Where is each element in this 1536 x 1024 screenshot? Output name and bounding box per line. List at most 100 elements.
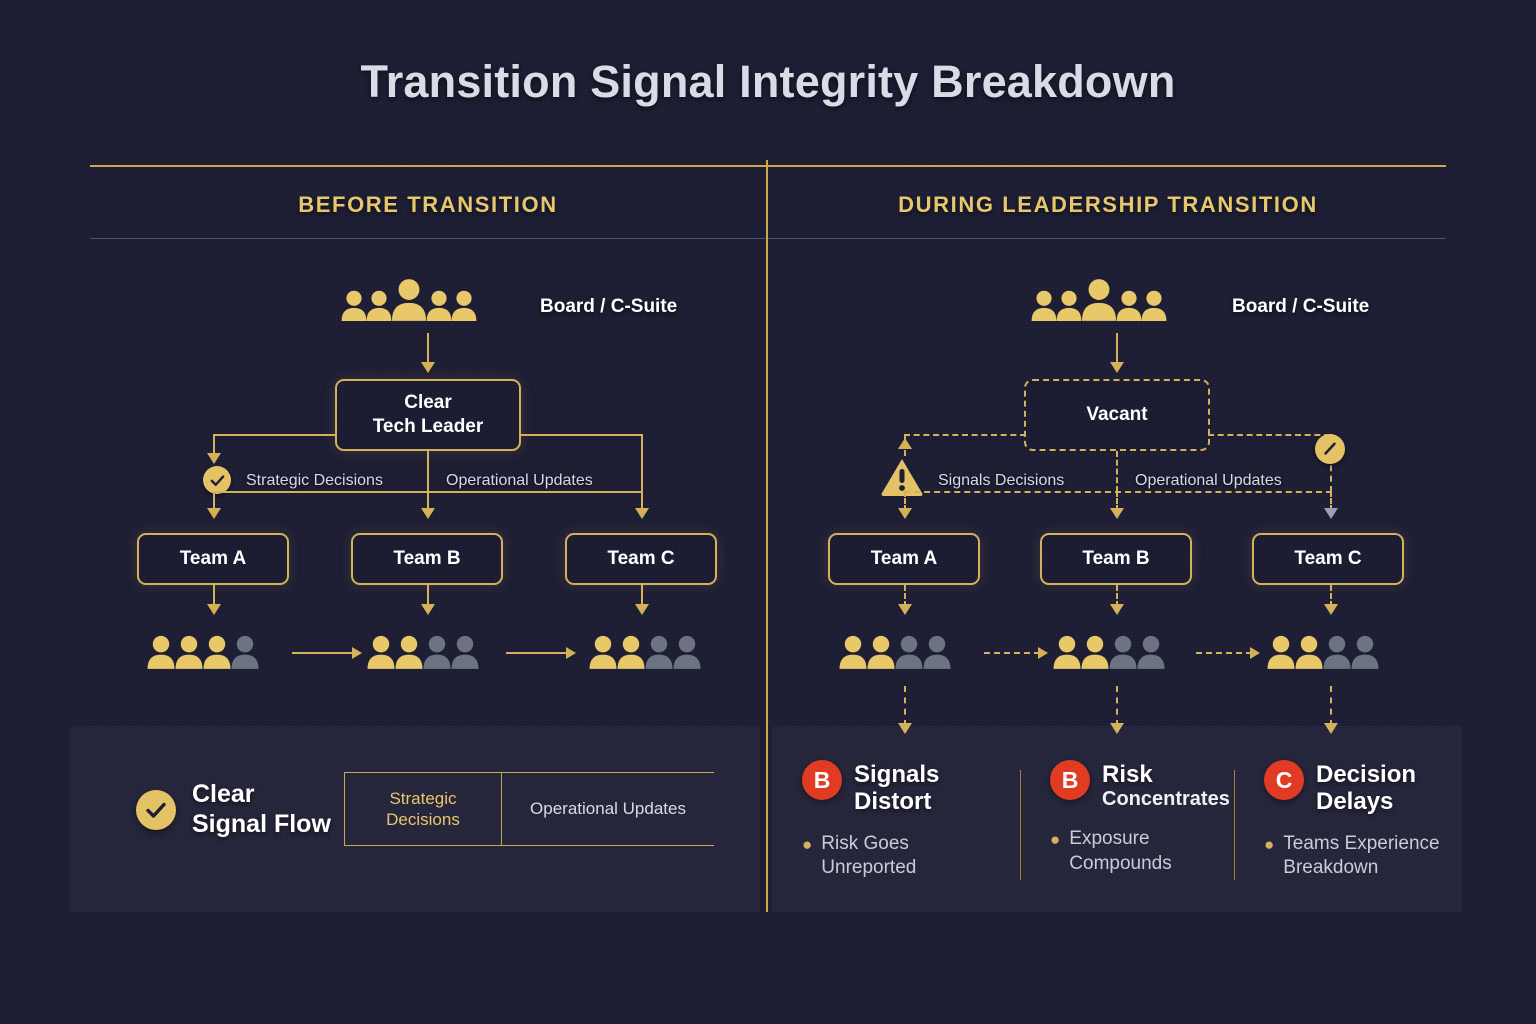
legend-table-cell-operational: Operational Updates [530,799,686,819]
person-icon [1080,278,1118,326]
connector-bus-teamA-left [213,491,215,511]
frame-sub-rule [90,238,1446,239]
connector-teamA-people-left [213,585,215,607]
connector-teamB-people-right [1116,585,1118,607]
legend-clear-flow: Clear Signal Flow [136,780,331,839]
vacant-label: Vacant [1086,403,1148,425]
connector-flow-ab-right [984,652,1040,654]
arrowhead-teamB-people-left [421,604,435,615]
person-icon [450,290,478,326]
edge-label-left-operational: Operational Updates [446,472,593,489]
connector-flow-ab-left [292,652,354,654]
card-divider-2 [1234,770,1235,880]
connector-people-card-c [1330,686,1332,726]
person-icon [1030,290,1058,326]
person-icon-inactive [230,635,260,674]
connector-leader-center-left [427,451,429,492]
risk-badge-1: B [802,760,842,800]
person-icon-active [146,635,176,674]
connector-leader-bus-right-r [1208,434,1330,436]
edge-label-right-signals: Signals Decisions [938,472,1065,489]
risk-card-3-title: Decision Delays [1316,760,1416,816]
risk-badge-2: B [1050,760,1090,800]
team-box-left-c: Team C [565,533,717,585]
section-heading-during: DURING LEADERSHIP TRANSITION [898,192,1318,217]
connector-flow-bc-right [1196,652,1252,654]
connector-leader-down-left-l [213,434,215,456]
connector-teamC-people-left [641,585,643,607]
risk-card-3-title-line1: Decision [1316,761,1417,788]
connector-teamB-people-left [427,585,429,607]
person-icon-active [1266,635,1296,674]
team-box-right-a: Team A [828,533,980,585]
arrowhead-leader-up-right [898,438,912,449]
connector-bus-teamB-right [1116,491,1118,511]
arrowhead-teamA-left [207,508,221,519]
leader-box-right: Vacant [1024,379,1210,451]
arrowhead-card-b [1110,723,1124,734]
risk-card-2-title-line2: Concentrates [1102,788,1230,811]
arrowhead-card-a [898,723,912,734]
arrowhead-flow-bc-left [566,647,576,659]
frame-top-rule [90,165,1446,167]
leader-box-left: Clear Tech Leader [335,379,521,451]
connector-board-leader-right [1116,333,1118,365]
edge-label-right-operational: Operational Updates [1135,472,1282,489]
page-title: Transition Signal Integrity Breakdown [360,56,1176,107]
legend-label: Clear Signal Flow [192,780,331,839]
arrowhead-flow-bc-right [1250,647,1260,659]
arrowhead-teamB-left [421,508,435,519]
arrowhead-teamB-people-right [1110,604,1124,615]
person-icon-active [838,635,868,674]
connector-board-leader-left [427,333,429,365]
board-label-left: Board / C-Suite [540,296,678,317]
arrowhead-teamC-people-left [635,604,649,615]
risk-card-3-head: C Decision Delays [1264,760,1484,816]
arrowhead-teamC-left [635,508,649,519]
arrowhead-leader-left-l [207,453,221,464]
person-icon [365,290,393,326]
legend-flow-table: Strategic Decisions Operational Updates [344,772,714,846]
leader-box-line1: Clear [404,391,452,413]
arrowhead-teamA-people-left [207,604,221,615]
legend-table-cell-strategic: Strategic Decisions [344,773,502,845]
person-icon-active [1080,635,1110,674]
connector-bus-teamC-right [1330,491,1332,511]
person-icon-inactive [644,635,674,674]
edge-label-left-strategic: Strategic Decisions [246,472,383,489]
connector-flow-bc-left [506,652,568,654]
arrowhead-teamB-right [1110,508,1124,519]
bullet-dot-icon-2: ● [1050,830,1061,850]
person-icon-inactive [894,635,924,674]
arrowhead-flow-ab-right [1038,647,1048,659]
person-icon-active [366,635,396,674]
person-icon-inactive [1136,635,1166,674]
risk-badge-3: C [1264,760,1304,800]
risk-card-2-head: B Risk Concentrates [1050,760,1256,811]
team-people-icons [366,626,480,674]
person-icon-active [588,635,618,674]
board-people-icons [1030,278,1168,326]
connector-people-card-b [1116,686,1118,726]
arrowhead-board-leader-right [1110,362,1124,373]
arrowhead-flow-ab-left [352,647,362,659]
person-icon [1115,290,1143,326]
risk-card-1-title-line1: Signals [854,761,940,788]
connector-leader-bus-left-l [213,434,337,436]
team-box-left-b: Team B [351,533,503,585]
arrowhead-board-leader-left [421,362,435,373]
board-people-icons [340,278,478,326]
team-box-left-a: Team A [137,533,289,585]
leader-box-line2: Tech Leader [372,416,484,437]
person-icon-inactive [1108,635,1138,674]
person-icon [390,278,428,326]
connector-teamC-people-right [1330,585,1332,607]
team-people-icons [1052,626,1166,674]
